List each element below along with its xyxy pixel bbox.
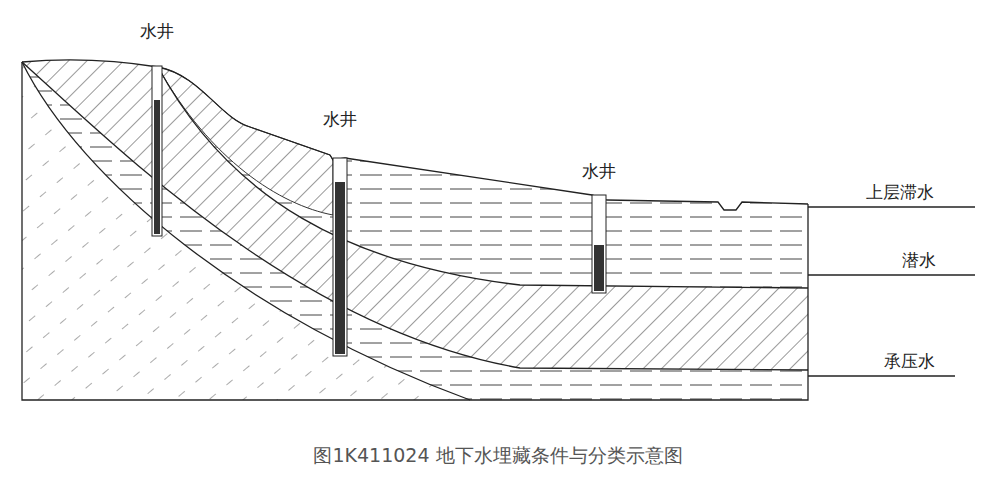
well <box>333 158 347 356</box>
aquitard <box>22 60 808 370</box>
well <box>592 195 606 293</box>
ground-surface <box>22 60 808 210</box>
well-water <box>594 245 604 291</box>
well-water <box>335 182 345 354</box>
well-label: 水井 <box>140 20 174 42</box>
clay-lens <box>158 67 333 215</box>
layer-label: 承压水 <box>884 350 935 372</box>
bedrock-line <box>22 62 470 400</box>
clay-lens <box>158 67 333 215</box>
leader-line <box>808 274 975 275</box>
layer-label: 上层滞水 <box>866 181 934 203</box>
layer-line <box>158 67 808 288</box>
figure-caption: 图1K411024 地下水埋藏条件与分类示意图 <box>313 443 682 467</box>
leader-line <box>808 375 955 376</box>
well-label: 水井 <box>582 160 616 182</box>
leader-line <box>808 206 975 207</box>
well <box>152 66 162 236</box>
frame <box>22 62 808 400</box>
well-water <box>154 100 160 234</box>
layer-line <box>22 62 808 370</box>
well-label: 水井 <box>323 108 357 130</box>
layer-label: 潜水 <box>902 249 936 271</box>
